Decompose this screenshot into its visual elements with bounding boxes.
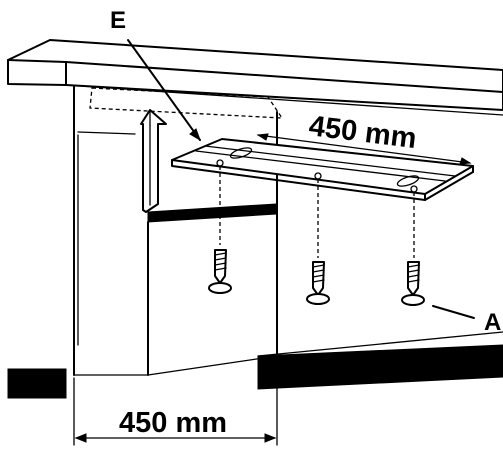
hidden-opening-outline <box>89 87 284 119</box>
screw-guide-lines <box>219 166 415 258</box>
shaded-panel <box>147 203 277 223</box>
floor-plinth-left <box>7 368 67 399</box>
dimension-line-bottom <box>73 359 278 446</box>
callout-a-label: A <box>484 309 501 336</box>
callout-e-leader <box>127 39 201 142</box>
insertion-arrow <box>140 109 167 213</box>
screw-3 <box>401 261 425 306</box>
dimension-line-top <box>256 133 472 165</box>
mounting-bracket <box>171 138 474 201</box>
screw-2 <box>306 261 330 305</box>
callout-e-label: E <box>110 7 126 34</box>
dimension-label-bottom: 450 mm <box>119 407 227 439</box>
countertop-slab <box>7 39 503 116</box>
screw-1 <box>208 249 232 294</box>
callout-a-leader <box>432 305 475 319</box>
dimension-label-top: 450 mm <box>307 110 418 155</box>
floor-plinth-right <box>257 344 503 390</box>
cabinet-niche <box>73 85 278 376</box>
